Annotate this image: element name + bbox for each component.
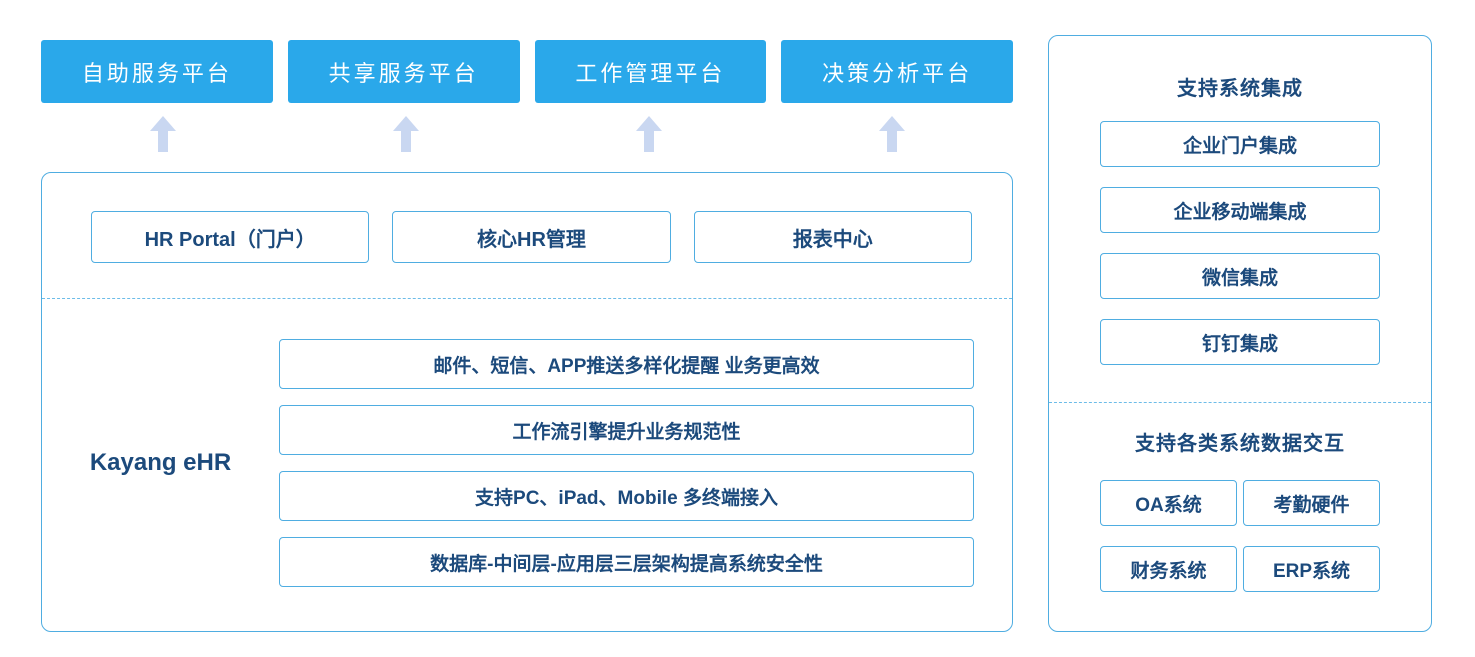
main-dashed-divider [42, 298, 1012, 299]
system-attendance-hardware: 考勤硬件 [1243, 480, 1380, 526]
integration-enterprise-portal: 企业门户集成 [1100, 121, 1380, 167]
up-arrow-icon [149, 116, 176, 152]
up-arrow-icon [635, 116, 662, 152]
feature-three-tier-architecture: 数据库-中间层-应用层三层架构提高系统安全性 [279, 537, 974, 587]
arrow-row [41, 116, 1013, 152]
right-panel: 支持系统集成 企业门户集成 企业移动端集成 微信集成 钉钉集成 支持各类系统数据… [1048, 35, 1432, 632]
kayang-ehr-container: HR Portal（门户） 核心HR管理 报表中心 Kayang eHR 邮件、… [41, 172, 1013, 632]
up-arrow-icon [878, 116, 905, 152]
arrow-cell [770, 116, 1013, 152]
feature-workflow-engine: 工作流引擎提升业务规范性 [279, 405, 974, 455]
platform-node-self-service: 自助服务平台 [41, 40, 273, 103]
platform-node-shared-service: 共享服务平台 [287, 40, 520, 103]
module-hr-portal: HR Portal（门户） [91, 211, 370, 263]
feature-multi-terminal: 支持PC、iPad、Mobile 多终端接入 [279, 471, 974, 521]
brand-label: Kayang eHR [89, 449, 232, 476]
integration-enterprise-mobile: 企业移动端集成 [1100, 187, 1380, 233]
platform-row: 自助服务平台 共享服务平台 工作管理平台 决策分析平台 [41, 40, 1013, 103]
integration-wechat: 微信集成 [1100, 253, 1380, 299]
system-finance: 财务系统 [1100, 546, 1237, 592]
data-exchange-title: 支持各类系统数据交互 [1135, 433, 1345, 455]
system-oa: OA系统 [1100, 480, 1237, 526]
arrow-cell [527, 116, 770, 152]
platform-node-work-management: 工作管理平台 [534, 40, 767, 103]
module-core-hr: 核心HR管理 [392, 211, 671, 263]
panel-dashed-divider [1049, 402, 1431, 403]
integration-list: 企业门户集成 企业移动端集成 微信集成 钉钉集成 [1100, 121, 1380, 365]
features-column: 邮件、短信、APP推送多样化提醒 业务更高效 工作流引擎提升业务规范性 支持PC… [279, 339, 974, 587]
platform-node-decision-analysis: 决策分析平台 [781, 40, 1013, 103]
modules-row: HR Portal（门户） 核心HR管理 报表中心 [91, 211, 972, 263]
data-exchange-grid: OA系统 考勤硬件 财务系统 ERP系统 [1100, 480, 1380, 592]
integration-title: 支持系统集成 [1177, 78, 1303, 100]
module-report-center: 报表中心 [693, 211, 972, 263]
feature-notifications: 邮件、短信、APP推送多样化提醒 业务更高效 [279, 339, 974, 389]
integration-dingtalk: 钉钉集成 [1100, 319, 1380, 365]
arrow-cell [41, 116, 284, 152]
system-erp: ERP系统 [1243, 546, 1380, 592]
arrow-cell [284, 116, 527, 152]
up-arrow-icon [392, 116, 419, 152]
lower-area: Kayang eHR 邮件、短信、APP推送多样化提醒 业务更高效 工作流引擎提… [42, 299, 1012, 587]
